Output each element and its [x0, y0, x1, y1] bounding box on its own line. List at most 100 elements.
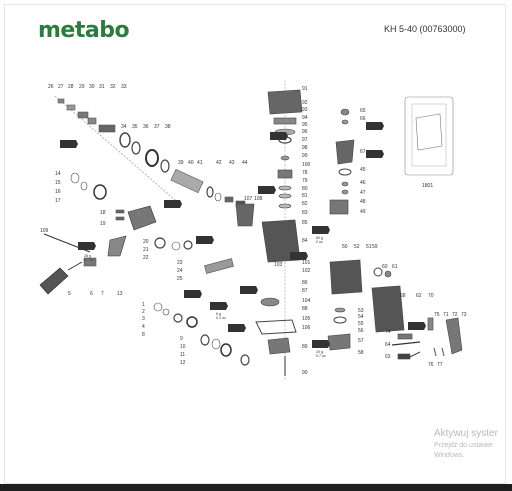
part-shape	[224, 196, 234, 203]
grease-tag	[258, 186, 276, 194]
part-number-label: 104	[302, 298, 311, 304]
part-number-label: 6	[90, 291, 93, 297]
part-shape	[273, 117, 297, 125]
part-shape	[280, 155, 290, 161]
part-number-label: 32	[110, 84, 116, 90]
grease-tag	[228, 324, 246, 332]
part-number-label: 84	[302, 238, 308, 244]
part-number-label: 80	[302, 186, 308, 192]
grease-note: 28 g	[84, 254, 91, 258]
ring-part	[214, 192, 222, 202]
part-number-label: 2	[142, 309, 145, 315]
part-number-label: 17	[55, 198, 61, 204]
part-number-label: 19	[100, 221, 106, 227]
part-number-label: 76	[428, 362, 434, 368]
part-shape	[77, 111, 89, 119]
part-number-label: 36	[143, 124, 149, 130]
part-number-label: 82	[302, 201, 308, 207]
grease-tag	[408, 322, 426, 330]
part-number-label: 109	[40, 228, 49, 234]
part-number-label: 68	[400, 293, 406, 299]
axis-line	[54, 95, 176, 201]
diagram-sheet	[4, 4, 506, 484]
grease-note: 6 g	[216, 312, 221, 316]
grease-tag	[240, 286, 258, 294]
gear-part	[260, 297, 280, 307]
part-number-label: 28	[68, 84, 74, 90]
part-number-label: 79	[302, 178, 308, 184]
part-shape	[277, 169, 293, 179]
part-shape	[341, 189, 349, 195]
part-number-label: 59	[372, 244, 378, 250]
part-number-label: 51	[366, 244, 372, 250]
grease-tag	[366, 122, 384, 130]
part-number-label: 24	[177, 268, 183, 274]
shaft-part	[170, 168, 204, 194]
ring-part	[80, 181, 88, 191]
shaft-part	[204, 258, 234, 274]
ring-part	[240, 354, 250, 366]
part-number-label: 58	[358, 350, 364, 356]
part-number-label: 70	[428, 293, 434, 299]
part-number-label: 44	[242, 160, 248, 166]
part-number-label: 50	[342, 244, 348, 250]
part-number-label: 4	[142, 324, 145, 330]
part-shape	[278, 203, 292, 209]
part-number-label: 106	[302, 325, 311, 331]
part-number-label: 96	[302, 129, 308, 135]
part-number-label: 100	[302, 162, 311, 168]
ring-part	[162, 308, 170, 316]
part-number-label: 11	[180, 352, 185, 358]
screw-part	[433, 347, 437, 357]
grease-tag	[290, 252, 308, 260]
part-shape	[397, 333, 413, 340]
part-number-label: 81	[302, 193, 308, 199]
part-number-label: 64	[385, 342, 391, 348]
ring-part	[186, 316, 198, 328]
part-shape	[384, 270, 392, 278]
grease-tag	[270, 132, 288, 140]
part-number-label: 53	[358, 308, 364, 314]
housing-part	[327, 333, 351, 351]
activation-watermark-line: Przejdź do ustawie	[434, 442, 493, 449]
part-number-label: 37	[154, 124, 160, 130]
part-number-label: 43	[229, 160, 235, 166]
part-number-label: 45	[360, 167, 366, 173]
part-shape	[334, 307, 346, 313]
grease-tag	[196, 236, 214, 244]
ring-part	[173, 313, 183, 323]
ring-part	[131, 141, 141, 155]
part-number-label: 41	[197, 160, 203, 166]
part-number-label: 1801	[422, 183, 433, 189]
grease-tag	[164, 200, 182, 208]
part-number-label: 93	[302, 107, 308, 113]
part-number-label: 26	[48, 84, 54, 90]
side-handle	[39, 267, 69, 295]
part-number-label: 23	[177, 260, 183, 266]
part-number-label: 34	[121, 124, 127, 130]
part-number-label: 9	[180, 336, 183, 342]
part-number-label: 25	[177, 276, 183, 282]
activation-watermark-line: Windows.	[434, 452, 465, 459]
ring-part	[160, 159, 170, 173]
part-number-label: 39	[178, 160, 184, 166]
part-number-label: 10	[180, 344, 186, 350]
handle-housing	[371, 285, 405, 333]
part-shape	[340, 108, 350, 116]
ring-part	[183, 240, 193, 250]
part-number-label: 35	[132, 124, 138, 130]
part-number-label: 40	[188, 160, 194, 166]
ring-part	[145, 149, 159, 167]
part-number-label: 18	[100, 210, 106, 216]
ring-part	[333, 316, 347, 324]
part-shape	[341, 119, 349, 125]
ring-part	[154, 237, 166, 249]
part-number-label: 107	[244, 196, 253, 202]
part-number-label: 74	[385, 329, 391, 335]
bracket-part	[235, 203, 255, 227]
part-number-label: 16	[55, 189, 61, 195]
handle-rod	[67, 261, 83, 271]
grease-tag	[210, 302, 228, 310]
